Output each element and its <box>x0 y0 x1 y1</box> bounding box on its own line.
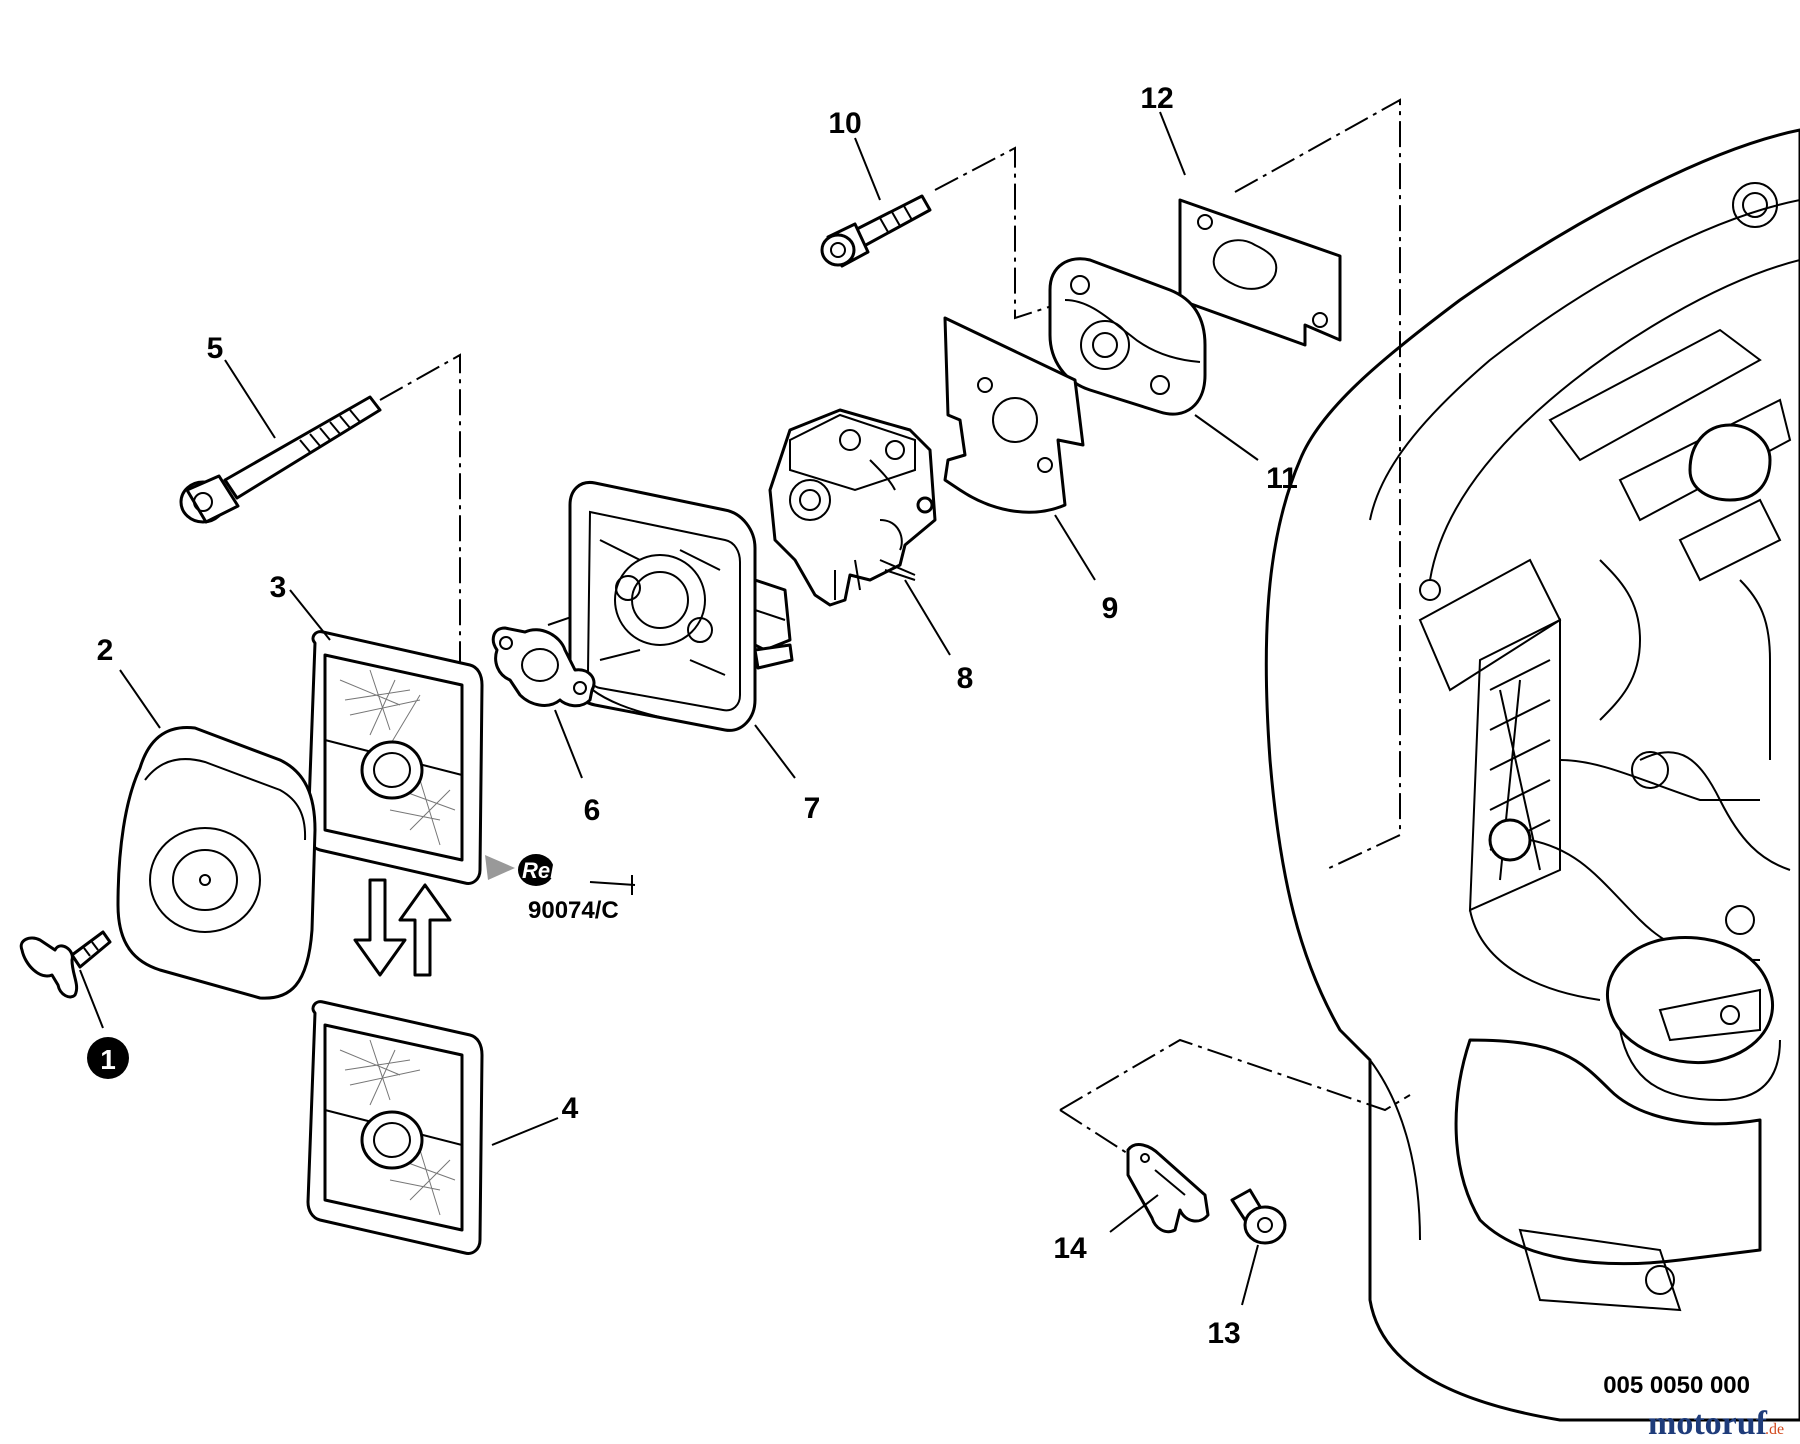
filter-housing <box>568 480 794 732</box>
wing-screw <box>19 930 112 999</box>
intake-flange <box>1048 257 1207 416</box>
label-14: 14 <box>1053 1232 1087 1265</box>
filter-element-top <box>306 630 484 885</box>
label-6: 6 <box>584 794 601 827</box>
leader-lines <box>79 111 1259 1306</box>
watermark-main: motoruf <box>1648 1405 1768 1442</box>
part-labels: 1 2 3 4 5 6 7 8 9 10 11 12 13 14 <box>87 82 1298 1350</box>
label-3: 3 <box>270 571 287 604</box>
watermark-suffix: .de <box>1765 1421 1784 1438</box>
label-1: 1 <box>100 1044 116 1075</box>
short-bolt <box>820 194 932 268</box>
label-5: 5 <box>207 332 224 365</box>
label-11: 11 <box>1266 462 1298 495</box>
label-8: 8 <box>957 662 974 695</box>
flange-plate <box>491 626 596 708</box>
filter-element-bottom <box>306 1000 484 1255</box>
label-9: 9 <box>1102 592 1119 625</box>
label-4: 4 <box>562 1092 579 1125</box>
engine-housing <box>1264 128 1800 1422</box>
label-10: 10 <box>828 107 861 140</box>
label-7: 7 <box>804 792 821 825</box>
repower-badge: RePower 90074/C <box>485 854 636 924</box>
gasket-large <box>1178 198 1342 347</box>
swap-arrows-icon <box>353 878 452 977</box>
carburetor <box>768 408 937 607</box>
small-screw <box>1230 1188 1287 1245</box>
repower-code: 90074/C <box>528 897 619 924</box>
repower-brand: RePower <box>522 858 618 883</box>
gasket-carb <box>943 316 1085 514</box>
clamp-plate <box>1126 1143 1210 1234</box>
label-2: 2 <box>97 634 114 667</box>
drawing-code: 005 0050 000 <box>1603 1372 1750 1399</box>
label-13: 13 <box>1207 1317 1240 1350</box>
filter-cover <box>116 726 317 1000</box>
label-1-badge <box>87 1037 129 1079</box>
label-12: 12 <box>1140 82 1173 115</box>
watermark-logo: motoruf .de <box>1648 1405 1784 1442</box>
long-bolt <box>179 395 382 524</box>
